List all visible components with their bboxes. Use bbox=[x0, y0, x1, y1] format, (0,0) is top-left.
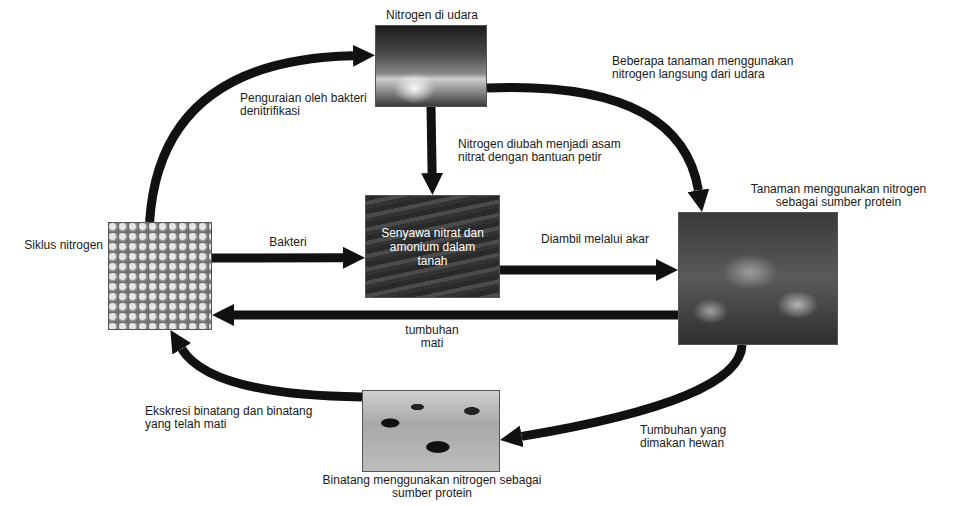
cycle-arrow bbox=[522, 345, 742, 436]
photo-panel: Nitrogen di udara bbox=[375, 25, 487, 107]
photo-panel: Binatang menggunakan nitrogen sebagai su… bbox=[362, 390, 500, 472]
arrow-label: Bakteri bbox=[240, 236, 336, 249]
arrow-label: Tumbuhan yang dimakan hewan bbox=[640, 424, 750, 450]
panel-caption: Binatang menggunakan nitrogen sebagai su… bbox=[312, 474, 552, 500]
arrow-label: Beberapa tanaman menggunakan nitrogen la… bbox=[612, 55, 827, 81]
cycle-arrow bbox=[234, 310, 678, 319]
photo-panel: Senyawa nitrat dan amonium dalam tanah bbox=[365, 195, 500, 298]
panel-caption: Siklus nitrogen bbox=[24, 239, 103, 252]
arrow-label: Diambil melalui akar bbox=[540, 233, 650, 246]
cycle-arrow bbox=[150, 56, 353, 222]
cycle-arrow bbox=[182, 349, 362, 397]
cycle-arrow bbox=[212, 253, 343, 262]
arrow-label: Penguraian oleh bakteri denitrifikasi bbox=[240, 92, 370, 118]
photo-panel: Tanaman menggunakan nitrogen sebagai sum… bbox=[678, 212, 838, 345]
panel-caption: Tanaman menggunakan nitrogen sebagai sum… bbox=[731, 183, 946, 209]
cycle-arrow bbox=[431, 107, 432, 173]
arrow-label: Ekskresi binatang dan binatang yang tela… bbox=[145, 405, 315, 431]
cycle-arrow bbox=[500, 266, 656, 275]
panel-text: Senyawa nitrat dan amonium dalam tanah bbox=[374, 226, 491, 268]
photo-panel: Siklus nitrogen bbox=[108, 222, 212, 330]
panel-caption: Nitrogen di udara bbox=[326, 9, 538, 22]
arrow-label: Nitrogen diubah menjadi asam nitrat deng… bbox=[458, 138, 643, 164]
arrow-label: tumbuhan mati bbox=[398, 324, 466, 350]
